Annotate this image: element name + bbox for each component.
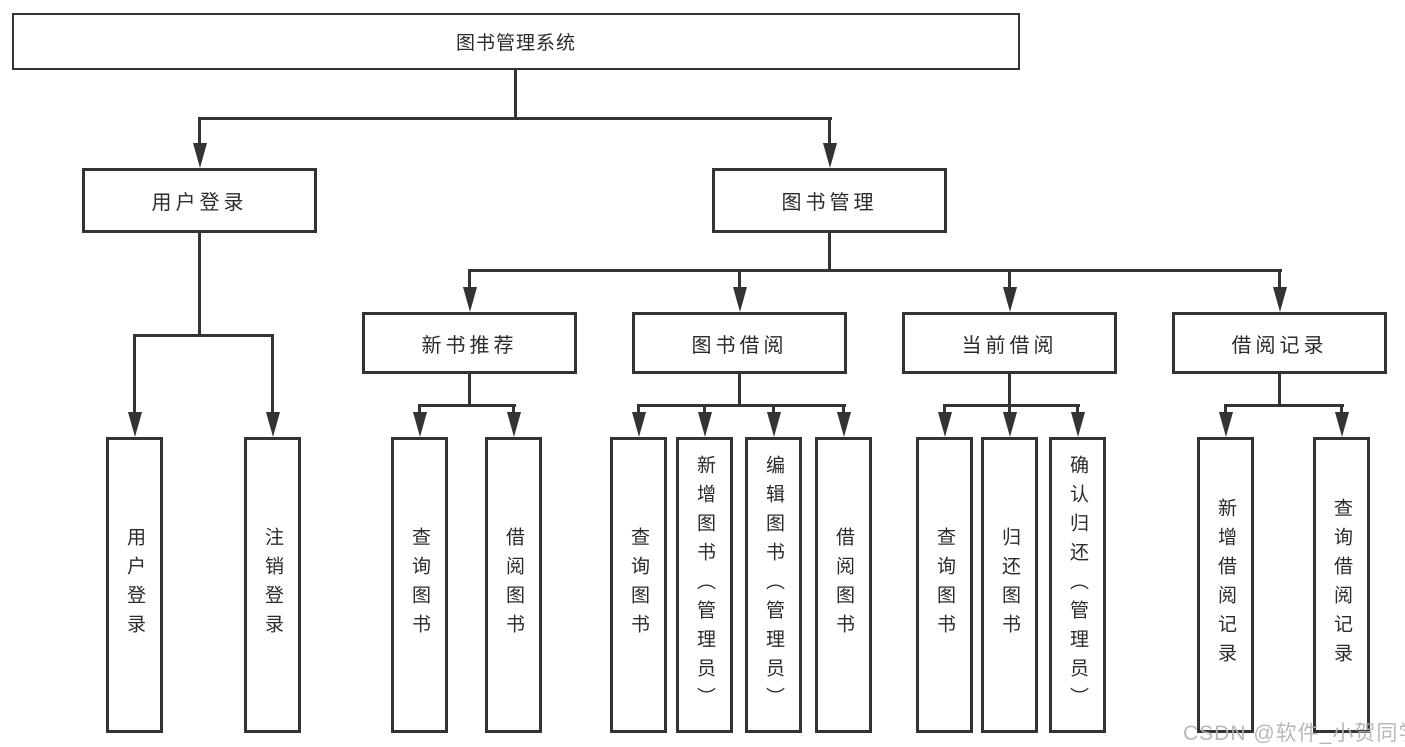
connector-line	[637, 404, 846, 407]
arrow-down-icon	[128, 412, 142, 437]
connector-line	[1224, 404, 1227, 414]
connector-line	[133, 334, 274, 337]
node-label: 确认归还（管理员）	[1067, 454, 1088, 716]
arrow-down-icon	[1071, 412, 1085, 437]
connector-line	[514, 70, 517, 120]
connector-line	[1278, 374, 1281, 407]
arrow-down-icon	[1335, 412, 1349, 437]
node-label: 查询图书	[934, 527, 955, 643]
node-label: 编辑图书（管理员）	[763, 454, 784, 716]
connector-line	[468, 374, 471, 407]
connector-line	[772, 404, 775, 414]
node-label: 借阅记录	[1231, 334, 1328, 357]
arrow-down-icon	[463, 287, 477, 312]
node-label: 新增图书（管理员）	[694, 454, 715, 716]
leaf-query-books-current: 查询图书	[916, 437, 973, 733]
arrow-down-icon	[1003, 287, 1017, 312]
leaf-return-books: 归还图书	[981, 437, 1038, 733]
node-label: 注销登录	[262, 527, 283, 643]
node-book-borrow: 图书借阅	[632, 312, 847, 374]
leaf-add-borrow-record: 新增借阅记录	[1197, 437, 1254, 733]
connector-line	[637, 404, 640, 414]
node-library-system: 图书管理系统	[12, 13, 1020, 70]
arrow-down-icon	[823, 143, 837, 168]
node-label: 新书推荐	[421, 334, 518, 357]
leaf-query-borrow-record: 查询借阅记录	[1313, 437, 1370, 733]
leaf-query-books-borrow: 查询图书	[610, 437, 667, 733]
node-label: 归还图书	[999, 527, 1020, 643]
node-label: 用户登录	[151, 192, 248, 214]
arrow-down-icon	[1273, 287, 1287, 312]
connector-line	[418, 404, 421, 414]
arrow-down-icon	[507, 412, 521, 437]
arrow-down-icon	[193, 143, 207, 168]
connector-line	[1340, 404, 1343, 414]
arrow-down-icon	[698, 412, 712, 437]
node-borrow-records: 借阅记录	[1172, 312, 1387, 374]
node-label: 借阅图书	[503, 527, 524, 643]
connector-line	[468, 269, 1282, 272]
connector-line	[828, 117, 831, 145]
connector-line	[1224, 404, 1344, 407]
node-label: 用户登录	[124, 527, 145, 643]
node-label: 查询图书	[628, 527, 649, 643]
connector-line	[738, 269, 741, 290]
node-label: 当前借阅	[961, 334, 1058, 357]
arrow-down-icon	[632, 412, 646, 437]
arrow-down-icon	[733, 287, 747, 312]
connector-line	[1008, 269, 1011, 290]
connector-line	[133, 334, 136, 414]
connector-line	[198, 117, 832, 120]
leaf-edit-book-admin: 编辑图书（管理员）	[745, 437, 802, 733]
node-user-login: 用户登录	[82, 168, 317, 233]
leaf-query-books-recommend: 查询图书	[391, 437, 448, 733]
connector-line	[943, 404, 1080, 407]
connector-line	[842, 404, 845, 414]
connector-line	[828, 233, 831, 272]
leaf-add-book-admin: 新增图书（管理员）	[676, 437, 733, 733]
node-label: 新增借阅记录	[1215, 498, 1236, 672]
node-label: 图书借阅	[691, 334, 788, 357]
arrow-down-icon	[1219, 412, 1233, 437]
node-label: 查询借阅记录	[1331, 498, 1352, 672]
arrow-down-icon	[266, 412, 280, 437]
leaf-confirm-return-admin: 确认归还（管理员）	[1049, 437, 1106, 733]
node-current-borrow: 当前借阅	[902, 312, 1117, 374]
node-label: 图书管理	[781, 192, 878, 214]
connector-line	[512, 404, 515, 414]
connector-line	[468, 269, 471, 290]
connector-line	[1008, 404, 1011, 414]
leaf-borrow-books-recommend: 借阅图书	[485, 437, 542, 733]
connector-line	[418, 404, 516, 407]
connector-line	[1278, 269, 1281, 290]
arrow-down-icon	[413, 412, 427, 437]
node-label: 查询图书	[409, 527, 430, 643]
arrow-down-icon	[938, 412, 952, 437]
leaf-borrow-books: 借阅图书	[815, 437, 872, 733]
watermark-text: CSDN @软件_小贺同学	[1183, 722, 1405, 745]
connector-line	[1008, 374, 1011, 407]
connector-line	[198, 233, 201, 337]
node-label: 图书管理系统	[455, 33, 576, 54]
arrow-down-icon	[837, 412, 851, 437]
node-label: 借阅图书	[833, 527, 854, 643]
connector-line	[943, 404, 946, 414]
arrow-down-icon	[767, 412, 781, 437]
leaf-user-login: 用户登录	[106, 437, 163, 733]
connector-line	[1076, 404, 1079, 414]
arrow-down-icon	[1003, 412, 1017, 437]
node-book-management: 图书管理	[712, 168, 947, 233]
connector-line	[703, 404, 706, 414]
connector-line	[738, 374, 741, 407]
connector-line	[271, 334, 274, 414]
connector-line	[198, 117, 201, 145]
leaf-logout: 注销登录	[244, 437, 301, 733]
node-new-book-recommend: 新书推荐	[362, 312, 577, 374]
